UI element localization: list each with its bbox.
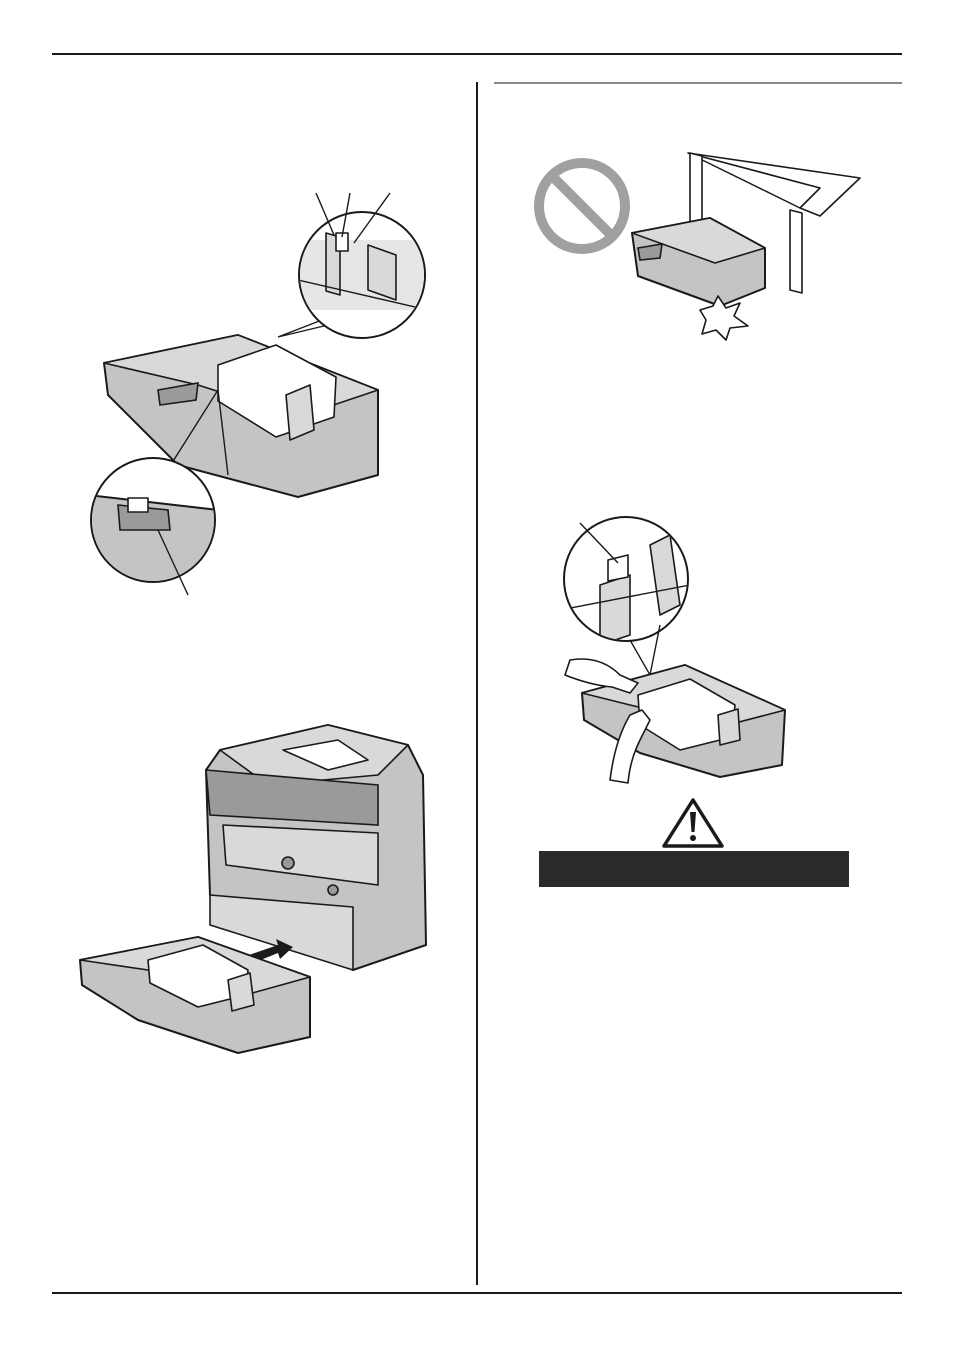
printer-insert-tray-illustration <box>78 715 448 1055</box>
prohibition-sign-icon <box>530 148 870 343</box>
section-rule <box>494 82 902 84</box>
footer-rule <box>52 1292 902 1294</box>
warning-triangle-icon <box>661 797 725 849</box>
paper-tray-guide-illustration <box>78 185 438 605</box>
column-divider <box>476 82 478 1285</box>
header-rule <box>52 53 902 55</box>
hands-holding-tray-illustration <box>560 515 810 785</box>
warning-banner <box>539 851 849 887</box>
